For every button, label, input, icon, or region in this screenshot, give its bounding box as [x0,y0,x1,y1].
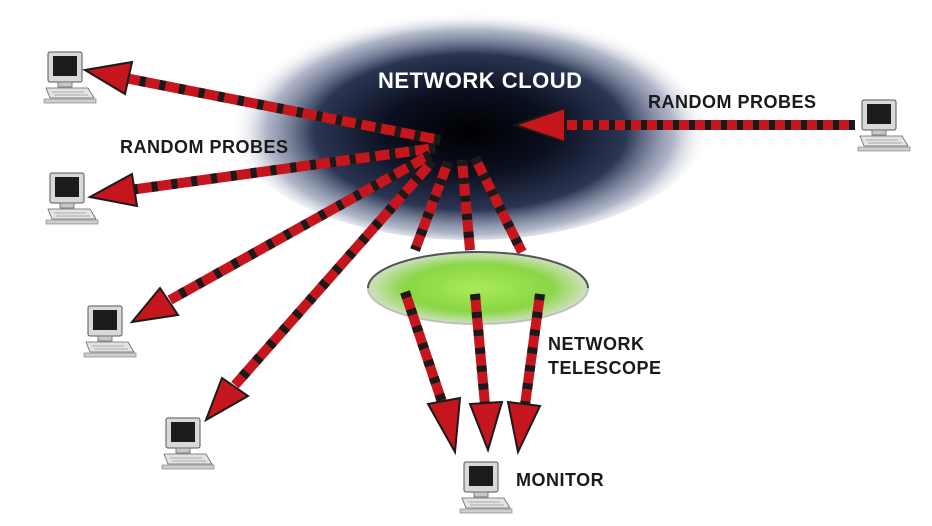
host-computer-3-icon [83,305,137,358]
telescope-rim [367,251,589,289]
random-probes-right-label: RANDOM PROBES [648,92,817,112]
arrow-to-host-1 [82,60,441,145]
probe-arrows [82,60,855,423]
network-cloud-label: NETWORK CLOUD [378,68,583,93]
arrow-to-telescope-2 [457,159,475,251]
source-computer-icon [857,99,911,152]
network-telescope-label-line2: TELESCOPE [548,358,662,378]
monitor-label: MONITOR [516,470,605,490]
network-telescope-label: NETWORK TELESCOPE [548,332,662,380]
arrow-to-telescope-3 [470,155,527,255]
arrow-to-monitor-1 [400,290,462,456]
arrow-incoming-right [511,106,855,144]
telescope-to-monitor-arrows [400,290,545,456]
arrow-to-telescope-1 [410,160,453,252]
arrow-to-monitor-3 [506,293,545,456]
host-computer-1-icon [43,51,97,104]
random-probes-left-label: RANDOM PROBES [120,137,289,157]
host-computer-4-icon [161,417,215,470]
monitor-computer-icon [459,461,513,514]
arrow-to-host-2 [87,143,436,208]
arrow-to-host-3 [129,150,433,324]
arrow-to-host-4 [204,158,436,423]
network-telescope-label-line1: NETWORK [548,334,645,354]
network-cloud-shape [230,0,710,240]
arrow-to-monitor-2 [468,293,504,454]
host-computer-2-icon [45,172,99,225]
